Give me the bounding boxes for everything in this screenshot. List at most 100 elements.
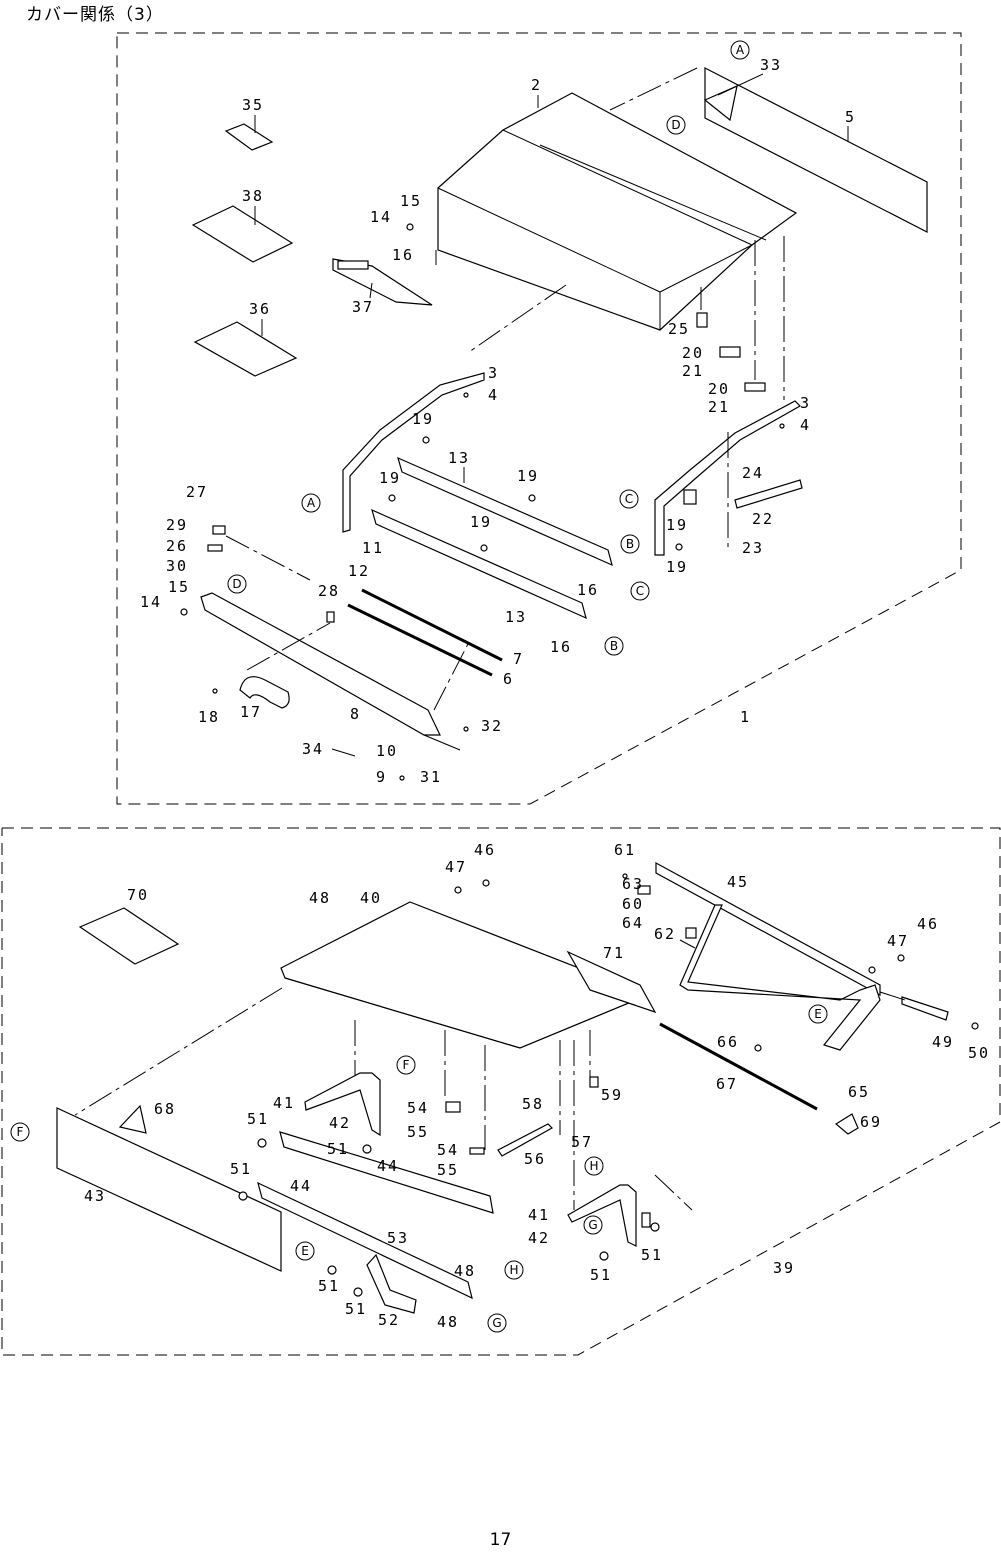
part-label-57: 57 <box>571 1133 593 1151</box>
part-label-31: 31 <box>420 768 442 786</box>
part-label-5: 5 <box>845 108 856 126</box>
part-label-14-top: 14 <box>370 208 392 226</box>
part-label-48-a: 48 <box>454 1262 476 1280</box>
rail-45-lower-part <box>257 1181 473 1300</box>
part-label-59: 59 <box>601 1086 623 1104</box>
part-label-13-upper: 13 <box>448 449 470 467</box>
part-label-24: 24 <box>742 464 764 482</box>
reference-letter-F-right: F <box>396 1055 416 1075</box>
svg-text:B: B <box>610 639 618 653</box>
part-label-55-a: 55 <box>407 1123 429 1141</box>
part-label-68: 68 <box>154 1100 176 1118</box>
rear-panel-part <box>704 67 928 233</box>
svg-text:D: D <box>232 577 241 591</box>
part-label-28: 28 <box>318 582 340 600</box>
part-label-18: 18 <box>198 708 220 726</box>
rail-45-upper-part <box>279 1131 494 1214</box>
part-label-48-top: 48 <box>309 889 331 907</box>
part-label-40: 40 <box>360 889 382 907</box>
part-label-7: 7 <box>513 650 524 668</box>
reference-letter-H-rail: H <box>504 1260 524 1280</box>
svg-text:C: C <box>636 584 644 598</box>
svg-text:B: B <box>626 537 634 551</box>
part-label-51-f: 51 <box>318 1277 340 1295</box>
arrow-label-69-part <box>834 1113 859 1135</box>
spring-49-part <box>901 996 949 1021</box>
part-label-42-left: 42 <box>329 1114 351 1132</box>
part-label-47-right: 47 <box>887 932 909 950</box>
bar-12-part <box>347 603 493 677</box>
part-label-60: 60 <box>622 895 644 913</box>
part-label-27: 27 <box>186 483 208 501</box>
part-label-3-left: 3 <box>488 364 499 382</box>
part-label-13-lower: 13 <box>505 608 527 626</box>
upper-group-boundary <box>116 32 962 805</box>
svg-text:E: E <box>301 1244 309 1258</box>
svg-text:G: G <box>588 1218 597 1232</box>
part-label-46-top: 46 <box>474 841 496 859</box>
reference-letter-B-frame: B <box>620 534 640 554</box>
label-sheet-71-part <box>566 950 657 1014</box>
part-label-16-a: 16 <box>577 581 599 599</box>
part-label-19-e: 19 <box>666 558 688 576</box>
bar-11-part <box>361 588 503 662</box>
warning-label-33-part <box>703 84 738 122</box>
part-label-17: 17 <box>240 703 262 721</box>
part-label-54-a: 54 <box>407 1099 429 1117</box>
page-number: 17 <box>489 1530 512 1550</box>
reference-letter-A-left: A <box>301 493 321 513</box>
assembly-lines-upper <box>225 67 785 711</box>
reference-letter-G-rail: G <box>487 1313 507 1333</box>
reference-letter-H-top: H <box>584 1156 604 1176</box>
part-label-50: 50 <box>968 1044 990 1062</box>
side-panel-43-part <box>56 1107 282 1272</box>
bracket-41-right-part <box>567 1184 637 1247</box>
svg-text:H: H <box>589 1159 598 1173</box>
label-sheet-38-part <box>191 205 294 263</box>
part-label-15-top: 15 <box>400 192 422 210</box>
part-label-49: 49 <box>932 1033 954 1051</box>
part-label-71: 71 <box>603 944 625 962</box>
svg-text:C: C <box>625 492 633 506</box>
part-label-16-top: 16 <box>392 246 414 264</box>
part-number-labels: 2 33 5 35 38 36 15 14 16 37 25 20 21 20 … <box>84 56 990 1331</box>
svg-text:F: F <box>403 1058 410 1072</box>
part-label-21-b: 21 <box>708 398 730 416</box>
part-label-16-b: 16 <box>550 638 572 656</box>
part-label-45-b: 44 <box>290 1177 312 1195</box>
part-label-43: 43 <box>84 1187 106 1205</box>
lower-group-boundary <box>1 827 1001 1356</box>
reference-letter-E-frame: E <box>808 1004 828 1024</box>
part-label-19-c: 19 <box>379 469 401 487</box>
part-label-1: 1 <box>740 708 751 726</box>
small-hardware-upper <box>180 223 803 781</box>
reference-letter-G-bracket: G <box>583 1215 603 1235</box>
part-label-51-a: 51 <box>247 1110 269 1128</box>
rail-lower-part <box>371 508 587 620</box>
svg-text:D: D <box>671 118 680 132</box>
bracket-52-part <box>366 1253 417 1314</box>
part-label-11: 11 <box>362 539 384 557</box>
part-label-2: 2 <box>531 76 542 94</box>
part-label-70: 70 <box>127 886 149 904</box>
part-label-14-left: 14 <box>140 593 162 611</box>
frame-44-part <box>655 861 881 1051</box>
part-label-41-left: 41 <box>273 1094 295 1112</box>
part-label-48-b: 48 <box>437 1313 459 1331</box>
label-sheet-35-part <box>224 123 274 151</box>
reference-letter-D-top: D <box>666 115 686 135</box>
part-label-32: 32 <box>481 717 503 735</box>
svg-text:H: H <box>509 1263 518 1277</box>
part-label-51-e: 51 <box>590 1266 612 1284</box>
part-label-44: 45 <box>727 873 749 891</box>
part-label-62: 62 <box>654 925 676 943</box>
part-label-56: 56 <box>524 1150 546 1168</box>
part-label-67: 67 <box>716 1075 738 1093</box>
reference-letter-E-panel: E <box>295 1241 315 1261</box>
reference-letter-C-rail: C <box>630 581 650 601</box>
reference-letter-B-rail: B <box>604 636 624 656</box>
part-label-19-b: 19 <box>517 467 539 485</box>
part-label-66: 66 <box>717 1033 739 1051</box>
rail-upper-part <box>397 456 613 567</box>
part-label-37: 37 <box>352 298 374 316</box>
